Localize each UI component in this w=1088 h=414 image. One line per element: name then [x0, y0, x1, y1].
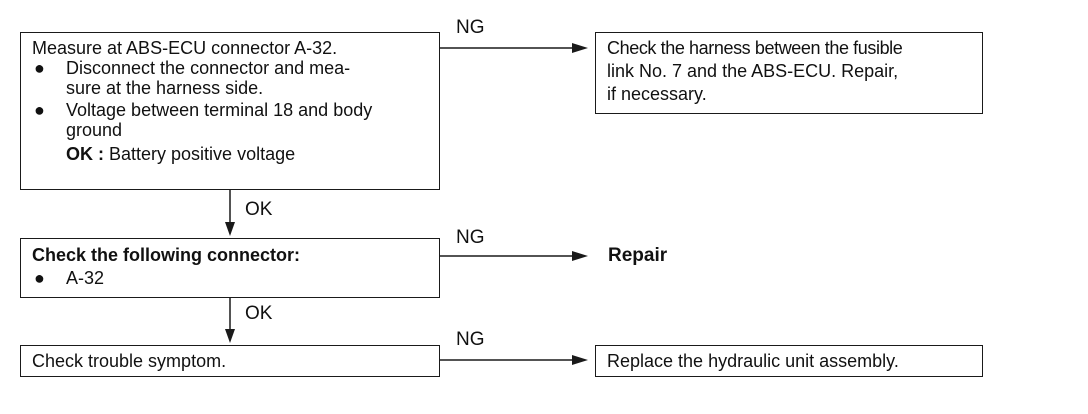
- step2-item: A-32: [66, 268, 105, 288]
- ok-condition-value: Battery positive voltage: [109, 144, 296, 164]
- bullet-dot: ●: [34, 58, 45, 78]
- ok-label-1: OK: [245, 199, 273, 220]
- step1-ng-result-box: Check the harness between the fusible li…: [595, 32, 983, 114]
- ng-label-3: NG: [456, 329, 485, 350]
- step3-ng-result-box: Replace the hydraulic unit assembly.: [595, 345, 983, 377]
- ok-label-2: OK: [245, 303, 273, 324]
- ng-arrow-2-head: [572, 251, 588, 261]
- step2-bullet: ● A-32: [32, 268, 439, 288]
- ok-arrow-1-head: [225, 222, 235, 236]
- step1-ng-line2: link No. 7 and the ABS-ECU. Repair,: [607, 61, 899, 81]
- ok-arrow-2-head: [225, 329, 235, 343]
- bullet-dot: ●: [34, 100, 45, 120]
- step3-ng-text: Replace the hydraulic unit assembly.: [607, 351, 899, 371]
- step1-title: Measure at ABS-ECU connector A-32.: [32, 38, 338, 58]
- ng-arrow-1-head: [572, 43, 588, 53]
- ok-condition-label: OK :: [66, 144, 104, 164]
- ng-label-1: NG: [456, 17, 485, 38]
- step1-bullet-2-line1: Voltage between terminal 18 and body: [66, 100, 373, 120]
- step1-box: Measure at ABS-ECU connector A-32. ● Dis…: [20, 32, 440, 190]
- step3-box: Check trouble symptom.: [20, 345, 440, 377]
- bullet-dot: ●: [34, 268, 45, 288]
- step1-bullet-2-line2: ground: [66, 120, 123, 140]
- step1-ok-condition: OK : Battery positive voltage: [32, 144, 439, 164]
- step1-ng-line3: if necessary.: [607, 84, 707, 104]
- step3-text: Check trouble symptom.: [32, 351, 227, 371]
- step1-bullet-1-line1: Disconnect the connector and mea-: [66, 58, 351, 78]
- ng-label-2: NG: [456, 227, 485, 248]
- step2-title: Check the following connector:: [32, 245, 301, 265]
- step2-ng-result: Repair: [608, 245, 668, 266]
- step2-box: Check the following connector: ● A-32: [20, 238, 440, 298]
- ng-arrow-3-head: [572, 355, 588, 365]
- step1-ng-line1: Check the harness between the fusible: [607, 38, 903, 58]
- step1-bullet-2: ● Voltage between terminal 18 and body: [32, 100, 439, 120]
- step1-bullet-1-line2: sure at the harness side.: [66, 78, 264, 98]
- step1-bullet-1: ● Disconnect the connector and mea-: [32, 58, 439, 78]
